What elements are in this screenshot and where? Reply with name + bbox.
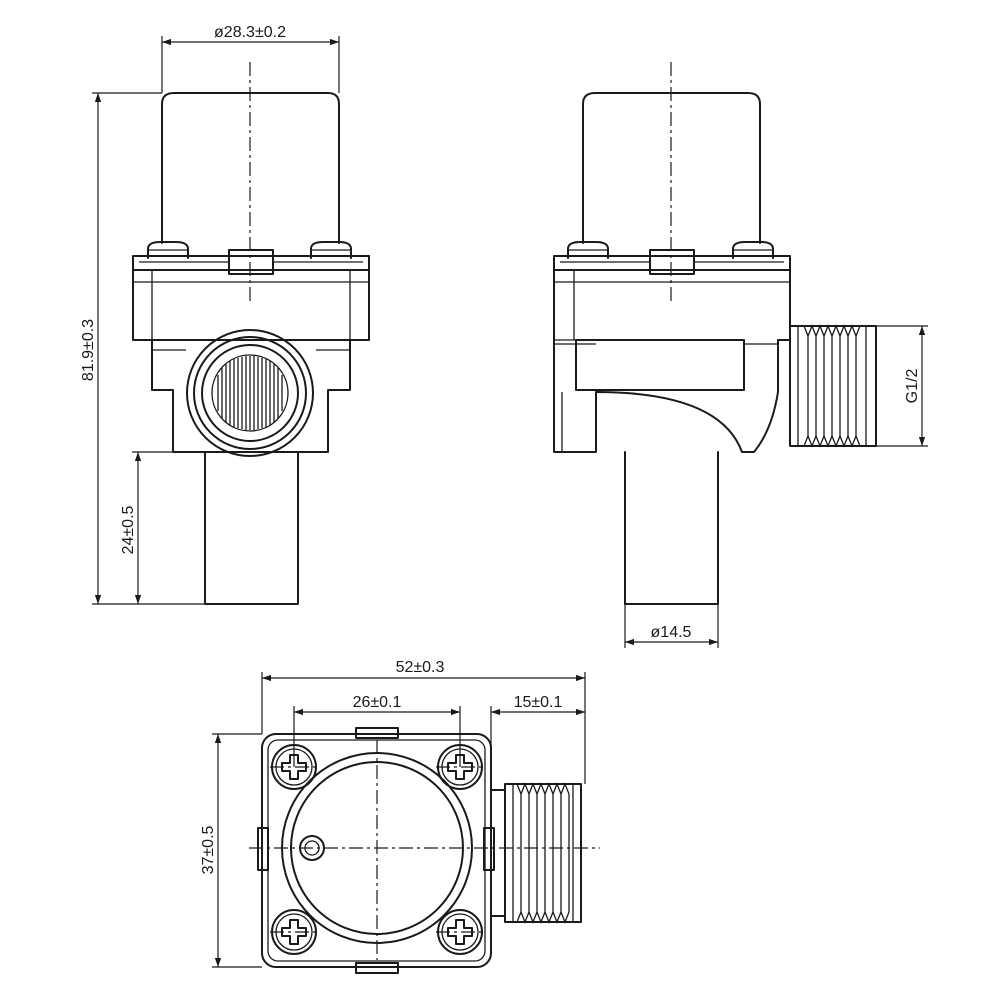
bracket bbox=[132, 255, 370, 271]
side-top-screws bbox=[567, 241, 774, 259]
front-view bbox=[132, 62, 370, 605]
dim-body-depth: 37±0.5 bbox=[200, 733, 262, 968]
dim-outlet-length: 24±0.5 bbox=[120, 451, 173, 604]
dim-total-width-label: 52±0.3 bbox=[396, 659, 445, 676]
dim-overall-height: 81.9±0.3 bbox=[80, 92, 205, 605]
inlet-port bbox=[186, 329, 314, 457]
dim-total-width: 52±0.3 bbox=[261, 659, 586, 784]
dim-coil-diameter: ø28.3±0.2 bbox=[161, 24, 340, 93]
dim-outlet-diameter: ø14.5 bbox=[624, 604, 719, 648]
side-view bbox=[553, 62, 877, 605]
dimensions: ø28.3±0.2 81.9±0.3 24±0.5 ø14.5 G1/2 bbox=[80, 24, 928, 968]
dim-overall-height-label: 81.9±0.3 bbox=[80, 319, 97, 381]
dim-screw-spacing-label: 26±0.1 bbox=[353, 694, 402, 711]
dim-outlet-diameter-label: ø14.5 bbox=[651, 624, 692, 641]
dim-screw-spacing: 26±0.1 bbox=[293, 694, 461, 767]
filter-mesh bbox=[217, 356, 283, 430]
coil-body bbox=[161, 92, 340, 244]
valve-housing bbox=[132, 269, 370, 341]
side-thread bbox=[789, 324, 877, 448]
top-view bbox=[249, 727, 600, 974]
dim-thread-size: G1/2 bbox=[876, 325, 928, 447]
top-thread bbox=[490, 782, 582, 924]
outlet-pipe bbox=[204, 451, 299, 605]
side-outlet-pipe bbox=[624, 451, 719, 605]
dim-coil-diameter-label: ø28.3±0.2 bbox=[214, 24, 286, 41]
top-screws bbox=[147, 241, 352, 259]
dim-thread-length-label: 15±0.1 bbox=[514, 694, 563, 711]
dim-outlet-length-label: 24±0.5 bbox=[120, 505, 137, 554]
dim-thread-size-label: G1/2 bbox=[904, 369, 921, 404]
dim-thread-length: 15±0.1 bbox=[490, 694, 585, 790]
dim-body-depth-label: 37±0.5 bbox=[200, 825, 217, 874]
side-valve-housing bbox=[553, 269, 791, 453]
